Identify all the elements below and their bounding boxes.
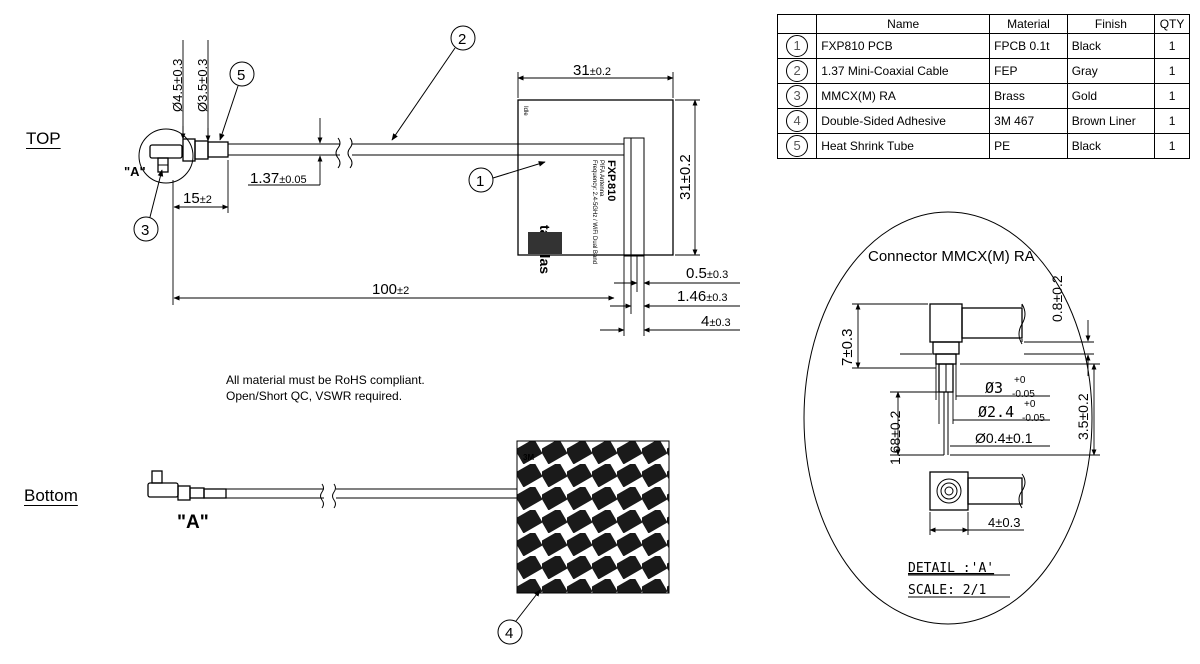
balloon-1-label: 1	[476, 173, 484, 190]
dim-detail-4: 4±0.3	[988, 515, 1020, 530]
adhesive-pad	[516, 440, 670, 594]
balloon-1	[468, 167, 494, 193]
bom-name: Heat Shrink Tube	[816, 133, 991, 159]
top-view-label: TOP	[26, 129, 61, 148]
note-rohs: All material must be RoHS compliant.	[226, 373, 425, 387]
bom-qty: 1	[1154, 133, 1190, 159]
bom-finish: Black	[1066, 133, 1156, 159]
coax-cable-top	[228, 137, 624, 169]
mmcx-connector-detail-bottom	[929, 471, 1026, 511]
bom-name: FXP810 PCB	[816, 33, 991, 59]
bottom-view: "A" 3M 4	[147, 440, 670, 645]
dim-detail-dia-2-4-up: +0	[1024, 399, 1036, 410]
balloon-5	[229, 61, 255, 87]
detail-ref-top: "A"	[124, 164, 146, 179]
bom-header-material: Material	[989, 14, 1068, 34]
bom-row: 3 MMCX(M) RA Brass Gold 1	[776, 83, 1190, 109]
detail-scale: SCALE: 2/1	[908, 583, 986, 598]
bom-item-number: 3	[786, 85, 809, 107]
dim-0-5: 0.5±0.3	[686, 265, 728, 282]
detail-title: Connector MMCX(M) RA	[868, 248, 1035, 265]
bom-material: PE	[989, 133, 1068, 159]
dim-detail-0-8: 0.8±0.2	[1049, 275, 1065, 322]
balloon-2-label: 2	[458, 31, 466, 48]
heat-shrink-tube	[207, 141, 229, 158]
dim-pcb-height: 31±0.2	[677, 154, 694, 200]
balloon-3	[133, 216, 159, 242]
bom-table: Name Material Finish QTY 1 FXP810 PCB FP…	[776, 14, 1190, 159]
bom-material: Brass	[989, 83, 1068, 109]
bom-material: FEP	[989, 58, 1068, 84]
detail-a: Connector MMCX(M) RA 7±0.3	[803, 211, 1100, 625]
bom-finish: Brown Liner	[1066, 108, 1156, 134]
balloon-4	[497, 619, 523, 645]
bom-row: 2 1.37 Mini-Coaxial Cable FEP Gray 1	[776, 58, 1190, 84]
dim-detail-7: 7±0.3	[839, 329, 856, 366]
pcb-logo-mark	[528, 232, 562, 254]
detail-circle	[138, 128, 194, 184]
dim-dia-3-5: Ø3.5±0.3	[195, 59, 210, 112]
balloon-3-label: 3	[141, 222, 149, 239]
dim-4: 4±0.3	[701, 313, 731, 330]
balloon-4-label: 4	[505, 625, 513, 642]
mmcx-connector-detail-side	[929, 303, 1026, 455]
bom-item-number: 1	[786, 35, 809, 57]
dim-dia-4-5: Ø4.5±0.3	[170, 59, 185, 112]
dim-detail-1-68: 1.68±0.2	[887, 410, 903, 465]
bom-finish: Gray	[1066, 58, 1156, 84]
bom-finish: Black	[1066, 33, 1156, 59]
bom-qty: 1	[1154, 83, 1190, 109]
pcb-sub2: Frequency: 2.4-5GHz / WiFi Dual Band	[591, 160, 597, 264]
pcb-sub1: PIFA Antenna	[598, 160, 604, 197]
pcb-side-text: Idle	[522, 106, 528, 116]
bom-qty: 1	[1154, 33, 1190, 59]
bom-header-finish: Finish	[1066, 14, 1156, 34]
dim-100: 100±2	[372, 281, 409, 298]
adhesive-brand: 3M	[523, 453, 534, 462]
detail-caption: DETAIL :'A'	[908, 561, 994, 576]
dim-detail-dia-3-up: +0	[1014, 375, 1026, 386]
pcb-model: FXP.810	[605, 160, 617, 201]
bom-item-number: 2	[786, 60, 809, 82]
bottom-view-label: Bottom	[24, 486, 78, 505]
bom-header-row: Name Material Finish QTY	[776, 14, 1190, 34]
bom-item-number: 5	[786, 135, 809, 157]
bom-item-number: 4	[786, 110, 809, 132]
bom-name: 1.37 Mini-Coaxial Cable	[816, 58, 991, 84]
dim-detail-dia-3-lo: -0.05	[1012, 389, 1035, 400]
bom-row: 5 Heat Shrink Tube PE Black 1	[776, 133, 1190, 159]
mmcx-connector-bottom	[147, 470, 227, 501]
dim-detail-dia-3: Ø3	[985, 379, 1003, 397]
dim-15: 15±2	[183, 190, 212, 207]
dim-1-46: 1.46±0.3	[677, 288, 728, 305]
bom-row: 4 Double-Sided Adhesive 3M 467 Brown Lin…	[776, 108, 1190, 134]
pcb-fxp810: taoglas FXP.810 PIFA Antenna Frequency: …	[517, 99, 674, 274]
dim-cable-dia: 1.37±0.05	[250, 170, 307, 187]
top-view: "A" taoglas FXP.810 PIFA Antenna Frequen…	[124, 25, 740, 336]
balloon-2	[450, 25, 476, 51]
bom-name: MMCX(M) RA	[816, 83, 991, 109]
balloon-5-label: 5	[237, 67, 245, 84]
bom-header-name: Name	[816, 14, 991, 34]
dim-detail-dia-0-4: Ø0.4±0.1	[975, 430, 1033, 446]
mmcx-connector-top	[149, 138, 229, 173]
bom-material: 3M 467	[989, 108, 1068, 134]
bom-row: 1 FXP810 PCB FPCB 0.1t Black 1	[776, 33, 1190, 59]
dim-detail-dia-2-4-lo: -0.05	[1022, 413, 1045, 424]
note-qc: Open/Short QC, VSWR required.	[226, 389, 403, 403]
detail-ref-bottom: "A"	[177, 512, 209, 533]
dim-detail-3-5: 3.5±0.2	[1075, 393, 1091, 440]
dim-pcb-width: 31±0.2	[573, 62, 611, 79]
dim-detail-dia-2-4: Ø2.4	[978, 403, 1014, 421]
